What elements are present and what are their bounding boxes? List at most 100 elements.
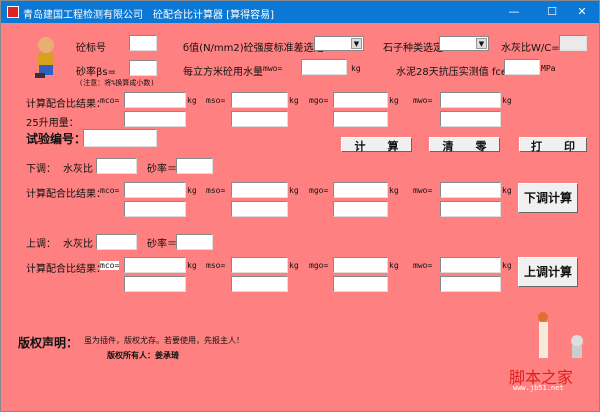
up-field-label: mwo= bbox=[413, 261, 433, 270]
up-sand-input[interactable] bbox=[176, 234, 213, 250]
note-text: (注意：将%换算成小数) bbox=[79, 79, 155, 87]
app-icon bbox=[7, 6, 19, 18]
up-result-input[interactable] bbox=[231, 257, 288, 273]
grade-label: 砼标号 bbox=[76, 43, 106, 54]
print-button[interactable]: 打 印 bbox=[519, 137, 587, 153]
calculate-button[interactable]: 计 算 bbox=[341, 137, 412, 153]
up-result-input[interactable] bbox=[440, 257, 501, 273]
up-label: 上调： bbox=[26, 239, 56, 250]
main-result-input[interactable] bbox=[231, 92, 288, 108]
minimize-button[interactable]: — bbox=[508, 5, 520, 18]
mpa-unit: MPa bbox=[541, 64, 556, 73]
clear-button[interactable]: 清 零 bbox=[429, 137, 500, 153]
kg-unit: kg bbox=[502, 186, 512, 195]
sand-ratio-input[interactable] bbox=[129, 60, 157, 76]
window-title: 青岛建国工程检测有限公司 砼配合比计算器 [算得容易] bbox=[23, 10, 274, 21]
up-wc-input[interactable] bbox=[96, 234, 137, 250]
main-liters-input[interactable] bbox=[124, 111, 186, 127]
down-label: 下调： bbox=[26, 164, 56, 175]
down-field-label: mgo= bbox=[309, 186, 329, 195]
copyright-title: 版权声明： bbox=[18, 336, 79, 350]
main-liters-input[interactable] bbox=[440, 111, 501, 127]
main-result-input[interactable] bbox=[440, 92, 501, 108]
up-calc-button[interactable]: 上调计算 bbox=[518, 257, 578, 287]
decoration-image bbox=[531, 311, 591, 361]
stone-label: 石子种类选定 bbox=[383, 43, 443, 54]
kg-unit: kg bbox=[502, 261, 512, 270]
kg-unit: kg bbox=[389, 96, 399, 105]
down-sand-label: 砂率＝ bbox=[147, 164, 177, 175]
kg-unit: kg bbox=[351, 64, 361, 73]
down-liters-input[interactable] bbox=[231, 201, 288, 217]
kg-unit: kg bbox=[389, 261, 399, 270]
main-field-label: mwo= bbox=[413, 96, 433, 105]
down-result-label: 计算配合比结果： bbox=[26, 189, 106, 200]
main-result-input[interactable] bbox=[124, 92, 186, 108]
wc-label: 水灰比W/C= bbox=[501, 43, 560, 54]
watermark-url: www.jb51.net bbox=[513, 384, 564, 392]
down-field-label: mso= bbox=[206, 186, 226, 195]
kg-unit: kg bbox=[187, 261, 197, 270]
sigma-label: б值(N/mm2)砼强度标准差选定 bbox=[183, 43, 324, 54]
grade-input[interactable] bbox=[129, 35, 157, 51]
down-wc-label: 水灰比 bbox=[63, 164, 93, 175]
sand-ratio-label: 砂率βs= bbox=[76, 67, 116, 78]
close-button[interactable]: ✕ bbox=[577, 5, 587, 18]
sigma-select[interactable]: ▼ bbox=[314, 36, 364, 51]
chevron-down-icon: ▼ bbox=[476, 38, 487, 49]
title-bar: 青岛建国工程检测有限公司 砼配合比计算器 [算得容易] — ☐ ✕ bbox=[1, 1, 599, 23]
main-liters-input[interactable] bbox=[333, 111, 388, 127]
up-result-label: 计算配合比结果： bbox=[26, 264, 106, 275]
kg-unit: kg bbox=[502, 96, 512, 105]
down-sand-input[interactable] bbox=[176, 158, 213, 174]
copyright-text: 虽为插件，版权尤存。若要使用，先报主人！ bbox=[84, 336, 244, 345]
stone-select[interactable]: ▼ bbox=[439, 36, 489, 51]
up-result-input[interactable] bbox=[124, 257, 186, 273]
down-liters-input[interactable] bbox=[440, 201, 501, 217]
water-label: 每立方米砼用水量 bbox=[183, 67, 263, 78]
wc-output bbox=[559, 35, 587, 51]
down-liters-input[interactable] bbox=[124, 201, 186, 217]
up-field-label: mso= bbox=[206, 261, 226, 270]
up-sand-label: 砂率＝ bbox=[147, 239, 177, 250]
copyright-owner: 版权所有人：姜承琦 bbox=[107, 350, 179, 360]
test-no-input[interactable] bbox=[83, 129, 157, 147]
down-result-input[interactable] bbox=[440, 182, 501, 198]
down-liters-input[interactable] bbox=[333, 201, 388, 217]
main-result-label: 计算配合比结果： bbox=[26, 99, 106, 110]
kg-unit: kg bbox=[187, 186, 197, 195]
down-result-input[interactable] bbox=[333, 182, 388, 198]
up-liters-input[interactable] bbox=[440, 276, 501, 292]
kg-unit: kg bbox=[289, 96, 299, 105]
test-no-label: 试验编号： bbox=[26, 132, 87, 146]
down-wc-input[interactable] bbox=[96, 158, 137, 174]
up-liters-input[interactable] bbox=[124, 276, 186, 292]
kg-unit: kg bbox=[187, 96, 197, 105]
down-result-input[interactable] bbox=[231, 182, 288, 198]
fce-label: 水泥28天抗压实测值 fce= bbox=[396, 67, 516, 78]
main-liters-input[interactable] bbox=[231, 111, 288, 127]
down-result-input[interactable] bbox=[124, 182, 186, 198]
down-calc-button[interactable]: 下调计算 bbox=[518, 183, 578, 213]
maximize-button[interactable]: ☐ bbox=[547, 5, 557, 18]
down-field-label: mco= bbox=[100, 186, 120, 195]
mascot-image bbox=[29, 35, 63, 79]
fce-input[interactable] bbox=[504, 59, 540, 75]
main-field-label: mgo= bbox=[309, 96, 329, 105]
kg-unit: kg bbox=[389, 186, 399, 195]
watermark-logo: 脚本之家 bbox=[509, 368, 574, 387]
water-input[interactable] bbox=[301, 59, 347, 75]
main-result-input[interactable] bbox=[333, 92, 388, 108]
up-field-label: mco= bbox=[100, 261, 120, 270]
up-liters-input[interactable] bbox=[231, 276, 288, 292]
main-field-label: mco= bbox=[100, 96, 120, 105]
up-wc-label: 水灰比 bbox=[63, 239, 93, 250]
kg-unit: kg bbox=[289, 186, 299, 195]
up-field-label: mgo= bbox=[309, 261, 329, 270]
down-field-label: mwo= bbox=[413, 186, 433, 195]
mwo-label: mwo= bbox=[263, 64, 283, 73]
up-result-input[interactable] bbox=[333, 257, 388, 273]
liters-label: 25升用量： bbox=[26, 118, 79, 129]
up-liters-input[interactable] bbox=[333, 276, 388, 292]
